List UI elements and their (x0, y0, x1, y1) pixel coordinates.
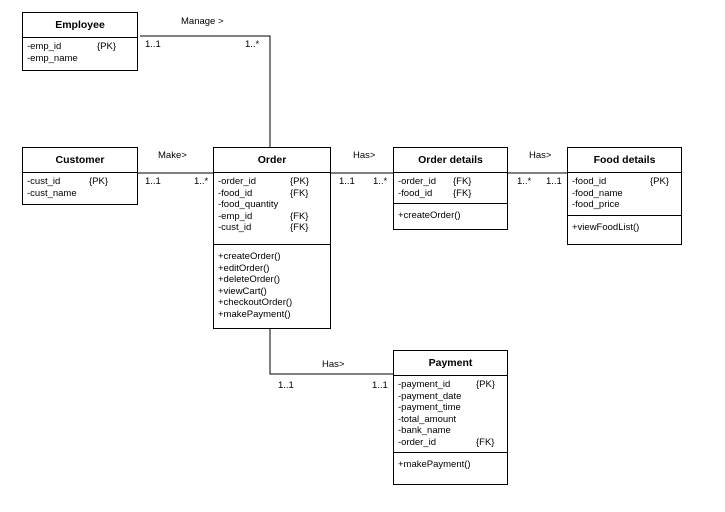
class-name: Customer (23, 148, 137, 173)
order-details-class: Order details -order_id{FK} -food_id{FK}… (393, 147, 508, 230)
make-from-multiplicity: 1..1 (145, 176, 161, 187)
method-row: +createOrder() (218, 251, 281, 262)
attribute-row: -payment_time (398, 402, 461, 413)
method-row: +createOrder() (398, 210, 461, 221)
methods: +viewFoodList() (568, 214, 681, 238)
has-payment-from-multiplicity: 1..1 (278, 380, 294, 391)
attribute-row: -food_id{FK} (398, 187, 472, 199)
class-name: Food details (568, 148, 681, 173)
method-row: +deleteOrder() (218, 274, 281, 285)
method-row: +checkoutOrder() (218, 297, 293, 308)
make-to-multiplicity: 1..* (194, 176, 209, 187)
method-row: +makePayment() (218, 308, 291, 320)
attribute-row: -food_name (572, 187, 623, 199)
make-label: Make> (158, 150, 187, 161)
attribute-row: -order_id{FK} (398, 176, 472, 187)
attribute-row: -food_id{PK} (572, 176, 670, 187)
attribute-row: -bank_name (398, 425, 451, 436)
attribute-row: -emp_name (27, 52, 78, 64)
method-row: +viewCart() (218, 285, 267, 297)
attribute-row: -payment_date (398, 390, 462, 402)
has-food-details-from-multiplicity: 1..* (517, 176, 532, 187)
attributes: -cust_id{PK} -cust_name (23, 173, 137, 203)
class-name: Employee (23, 13, 137, 38)
attribute-row: -payment_id{PK} (398, 379, 496, 390)
class-name: Order (214, 148, 330, 173)
has-order-details-from-multiplicity: 1..1 (339, 176, 355, 187)
attributes: -payment_id{PK} -payment_date -payment_t… (394, 376, 507, 452)
attributes: -order_id{PK} -food_id{FK} -food_quantit… (214, 173, 330, 244)
customer-class: Customer -cust_id{PK} -cust_name (22, 147, 138, 205)
attribute-row: -order_id{FK} (398, 436, 495, 448)
has-order-details-to-multiplicity: 1..* (373, 176, 388, 187)
manage-connector (140, 35, 271, 147)
attribute-row: -food_price (572, 199, 620, 210)
order-class: Order -order_id{PK} -food_id{FK} -food_q… (213, 147, 331, 329)
has-food-details-to-multiplicity: 1..1 (546, 176, 562, 187)
attributes: -food_id{PK} -food_name -food_price (568, 173, 681, 215)
attribute-row: -food_quantity (218, 199, 279, 210)
attribute-row: -total_amount (398, 413, 457, 425)
attribute-row: -cust_id{PK} (27, 176, 109, 187)
attribute-row: -order_id{PK} (218, 176, 310, 187)
method-row: +viewFoodList() (572, 221, 640, 233)
attribute-row: -emp_id{PK} (27, 41, 117, 52)
attributes: -order_id{FK} -food_id{FK} (394, 173, 507, 203)
food-details-class: Food details -food_id{PK} -food_name -fo… (567, 147, 682, 245)
payment-class: Payment -payment_id{PK} -payment_date -p… (393, 350, 508, 485)
has-payment-label: Has> (322, 359, 345, 370)
method-row: +makePayment() (398, 459, 471, 470)
has-payment-connector (269, 328, 393, 375)
has-order-details-label: Has> (353, 150, 376, 161)
attribute-row: -cust_id{FK} (218, 222, 309, 233)
employee-class: Employee -emp_id{PK} -emp_name (22, 12, 138, 71)
methods: +createOrder() +editOrder() +deleteOrder… (214, 244, 330, 324)
class-name: Payment (394, 351, 507, 376)
methods: +createOrder() (394, 203, 507, 226)
method-row: +editOrder() (218, 262, 270, 274)
has-payment-to-multiplicity: 1..1 (372, 380, 388, 391)
has-food-details-label: Has> (529, 150, 552, 161)
class-name: Order details (394, 148, 507, 173)
manage-from-multiplicity: 1..1 (145, 39, 161, 50)
attribute-row: -emp_id{FK} (218, 210, 309, 222)
attribute-row: -food_id{FK} (218, 187, 309, 199)
manage-label: Manage > (181, 16, 224, 27)
methods: +makePayment() (394, 452, 507, 475)
attribute-row: -cust_name (27, 187, 77, 199)
attributes: -emp_id{PK} -emp_name (23, 38, 137, 68)
manage-to-multiplicity: 1..* (245, 39, 260, 50)
